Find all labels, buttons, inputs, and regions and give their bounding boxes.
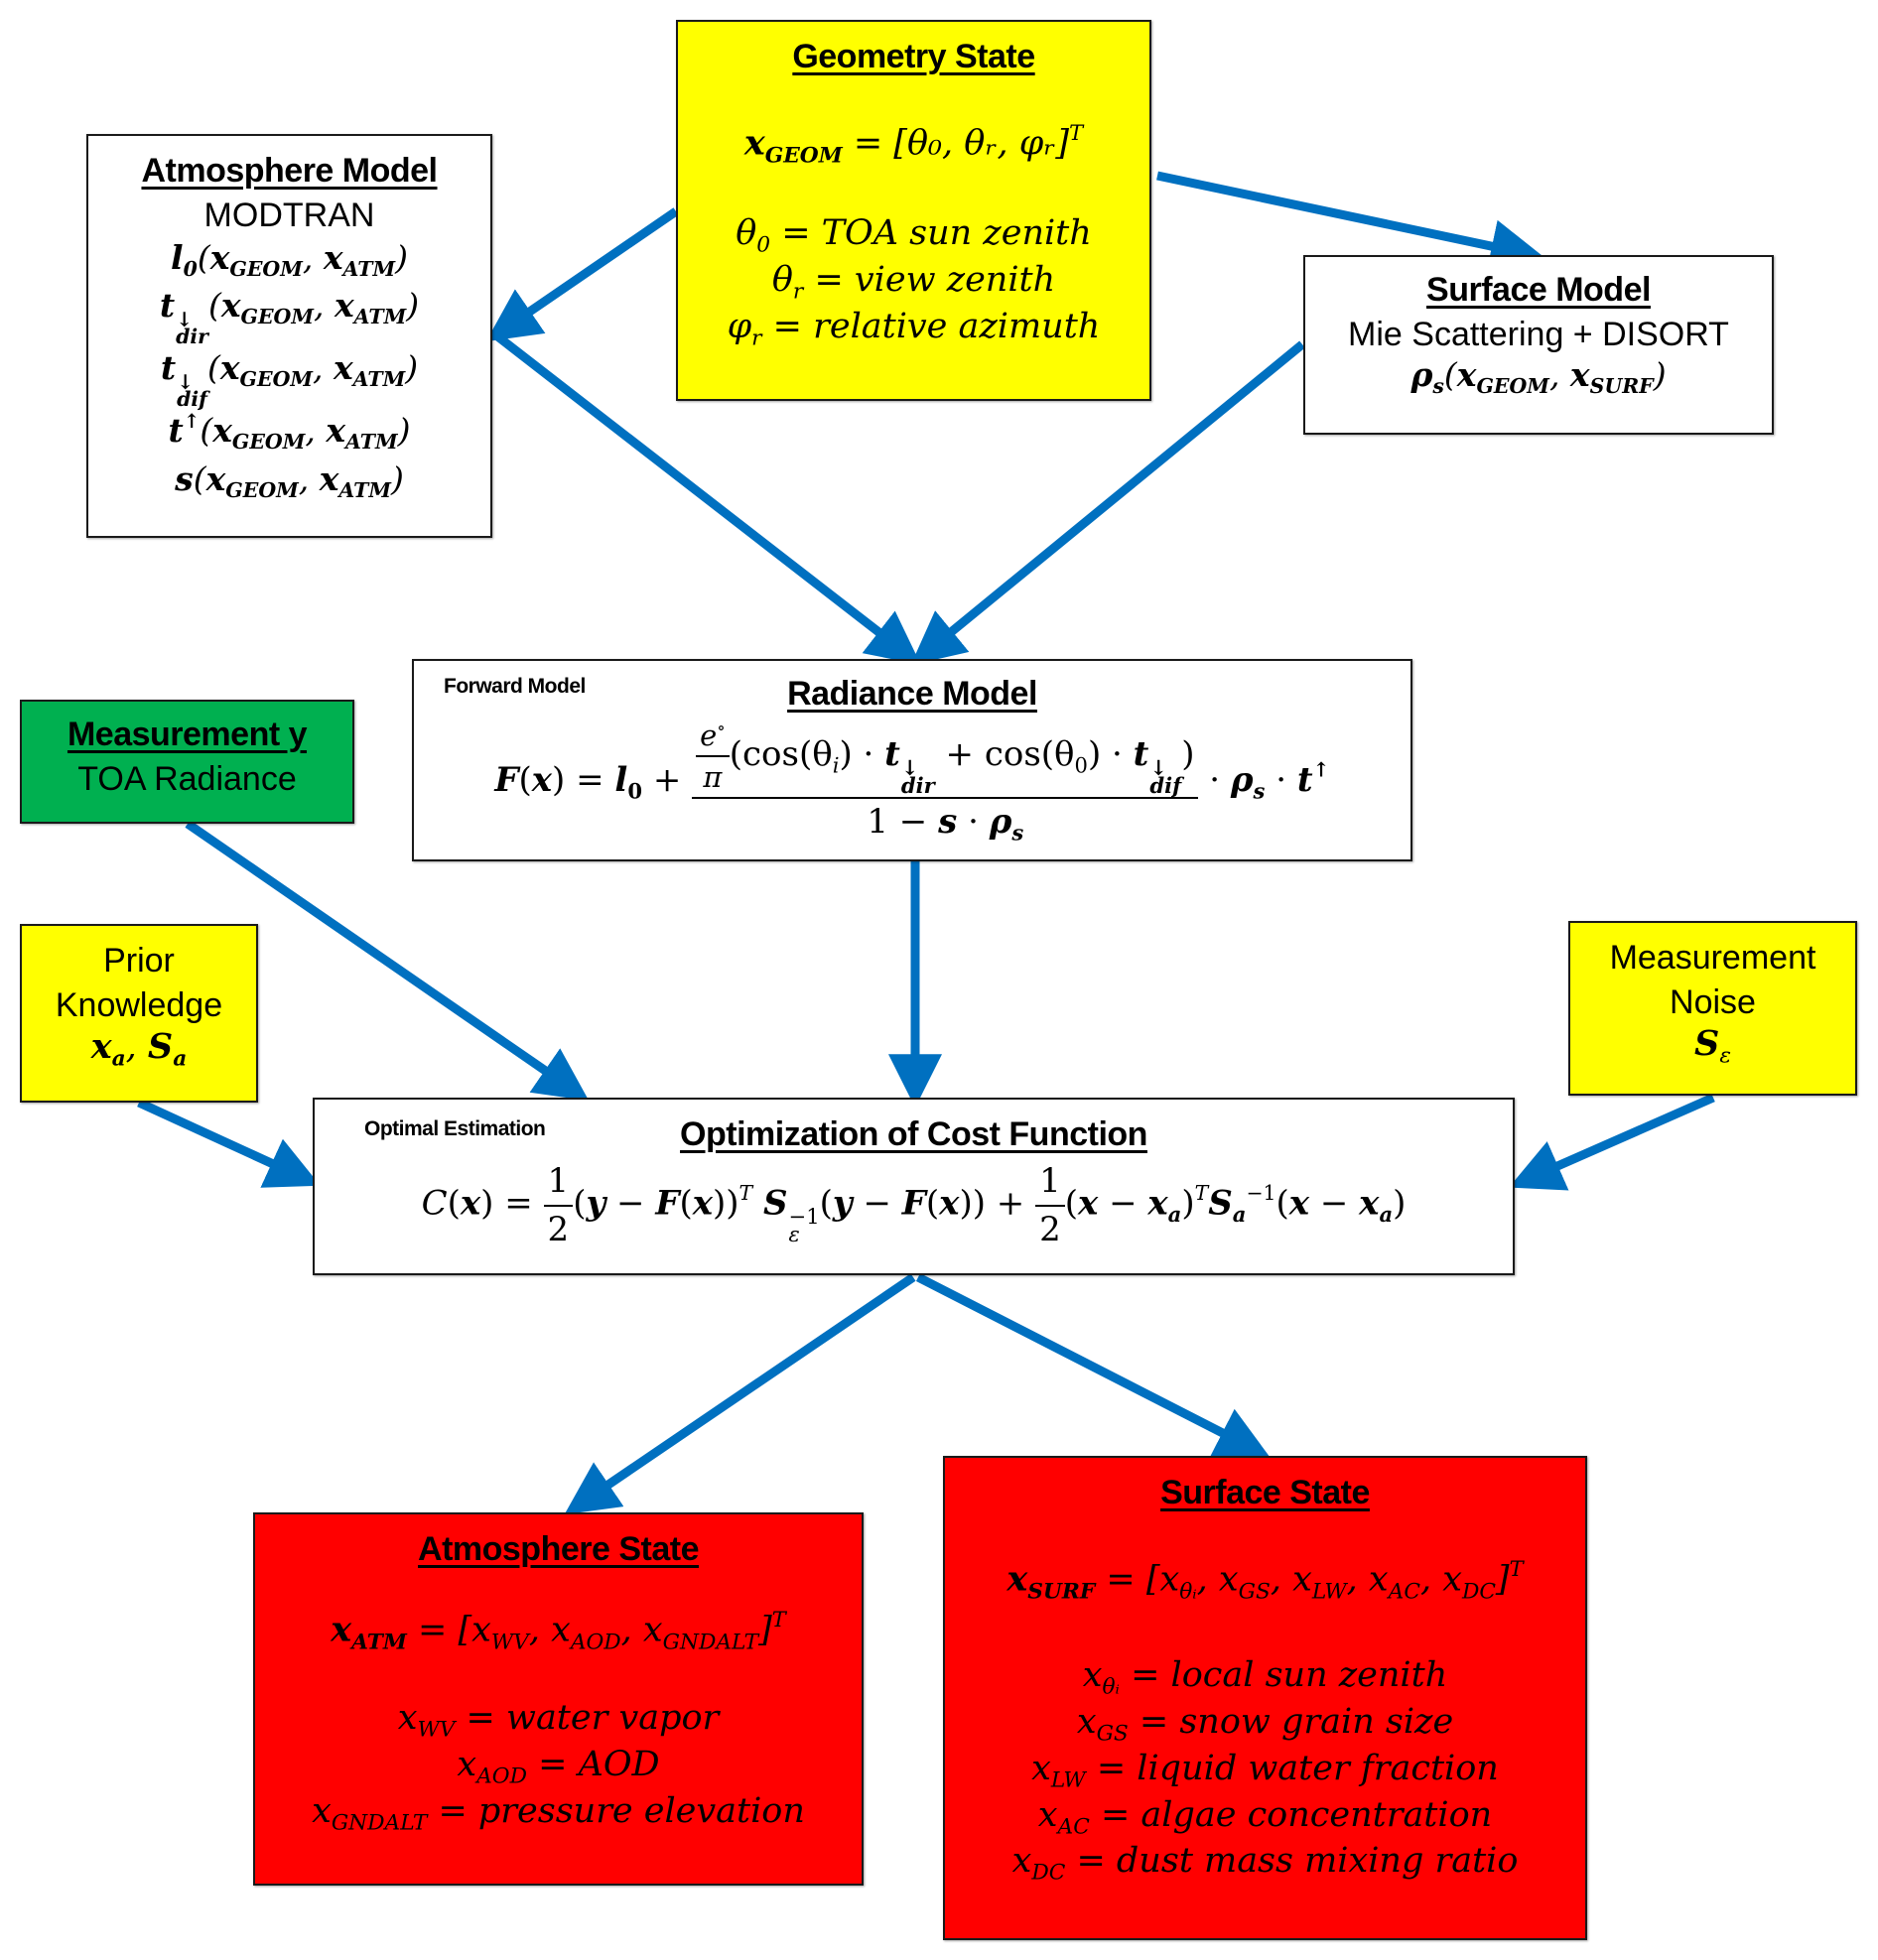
atmosphere-model-title: Atmosphere Model xyxy=(141,152,438,190)
surface-def-snow-grain-size: xGS = snow grain size xyxy=(1076,1702,1454,1747)
surface-def-local-sun-zenith: xθᵢ = local sun zenith xyxy=(1082,1655,1448,1700)
atmosphere-fn-t-dir: t↓dir(xGEOM, xATM) xyxy=(159,286,420,348)
surface-def-liquid-water-fraction: xLW = liquid water fraction xyxy=(1031,1748,1499,1793)
geometry-def-relative-azimuth: φr = relative azimuth xyxy=(727,306,1101,351)
atmosphere-fn-t-dif: t↓dif(xGEOM, xATM) xyxy=(160,348,419,411)
noise-line2: Noise xyxy=(1670,983,1756,1021)
atmosphere-def-aod: xAOD = AOD xyxy=(457,1745,660,1789)
radiance-model-box: Forward Model Radiance Model F(x) = l0 +… xyxy=(412,659,1412,861)
arrow-geometry-to-surface-model xyxy=(1156,171,1544,273)
surface-model-title: Surface Model xyxy=(1426,271,1651,309)
prior-math: xa, Sa xyxy=(90,1026,188,1072)
prior-knowledge-box: Prior Knowledge xa, Sa xyxy=(20,924,258,1103)
surface-state-vector: xSURF = [xθᵢ, xGS, xLW, xAC, xDC]T xyxy=(1006,1557,1524,1605)
optimization-box: Optimal Estimation Optimization of Cost … xyxy=(313,1098,1515,1275)
atmosphere-state-box: Atmosphere State xATM = [xWV, xAOD, xGND… xyxy=(253,1512,864,1886)
measurement-title: Measurement y xyxy=(67,716,308,753)
arrow-geometry-to-atmosphere-model xyxy=(485,207,679,342)
noise-line1: Measurement xyxy=(1609,939,1816,977)
prior-line2: Knowledge xyxy=(55,986,223,1024)
atmosphere-model-subtitle: MODTRAN xyxy=(203,196,375,234)
geometry-def-view-zenith: θr = view zenith xyxy=(771,260,1056,305)
surface-model-function: ρs(xGEOM, xSURF) xyxy=(1410,355,1667,399)
atmosphere-model-box: Atmosphere Model MODTRAN l0(xGEOM, xATM)… xyxy=(86,134,492,538)
surface-def-algae-concentration: xAC = algae concentration xyxy=(1037,1794,1493,1840)
arrow-noise-to-optimization xyxy=(1509,1093,1715,1191)
geometry-state-title: Geometry State xyxy=(792,38,1035,75)
optimization-title: Optimization of Cost Function xyxy=(680,1115,1147,1153)
radiance-equation: F(x) = l0 + e∘π(cos(θi) · t↓dir + cos(θ0… xyxy=(494,718,1330,846)
measurement-noise-box: Measurement Noise Sε xyxy=(1568,921,1857,1096)
optimal-estimation-label: Optimal Estimation xyxy=(364,1117,546,1140)
arrow-optimization-to-atmosphere-state xyxy=(564,1273,916,1515)
atmosphere-state-title: Atmosphere State xyxy=(418,1530,699,1568)
radiance-model-title: Radiance Model xyxy=(787,675,1037,713)
noise-math: Sε xyxy=(1694,1023,1731,1069)
measurement-box: Measurement y TOA Radiance xyxy=(20,700,354,824)
prior-line1: Prior xyxy=(103,942,175,980)
atmosphere-def-water-vapor: xWV = water vapor xyxy=(397,1698,720,1743)
arrow-prior-to-optimization xyxy=(137,1098,321,1188)
atmosphere-fn-t-up: t↑(xGEOM, xATM) xyxy=(168,409,411,455)
atmosphere-def-pressure-elevation: xGNDALT = pressure elevation xyxy=(312,1790,805,1836)
arrow-optimization-to-surface-state xyxy=(915,1272,1271,1458)
atmosphere-state-vector: xATM = [xWV, xAOD, xGNDALT]T xyxy=(331,1608,786,1655)
geometry-def-sun-zenith: θ0 = TOA sun zenith xyxy=(736,213,1092,258)
atmosphere-fn-s: s(xGEOM, xATM) xyxy=(175,458,404,502)
geometry-state-box: Geometry State xGEOM = [θ₀, θᵣ, φᵣ]T θ0 … xyxy=(676,20,1151,401)
surface-model-subtitle: Mie Scattering + DISORT xyxy=(1348,316,1729,353)
forward-model-label: Forward Model xyxy=(444,675,586,698)
geometry-state-vector: xGEOM = [θ₀, θᵣ, φᵣ]T xyxy=(743,121,1084,169)
surface-def-dust-mass-mixing-ratio: xDC = dust mass mixing ratio xyxy=(1011,1841,1519,1886)
surface-state-box: Surface State xSURF = [xθᵢ, xGS, xLW, xA… xyxy=(943,1456,1587,1940)
atmosphere-fn-l0: l0(xGEOM, xATM) xyxy=(171,238,408,282)
surface-state-title: Surface State xyxy=(1160,1474,1370,1511)
measurement-subtitle: TOA Radiance xyxy=(77,760,297,798)
surface-model-box: Surface Model Mie Scattering + DISORT ρs… xyxy=(1303,255,1774,435)
